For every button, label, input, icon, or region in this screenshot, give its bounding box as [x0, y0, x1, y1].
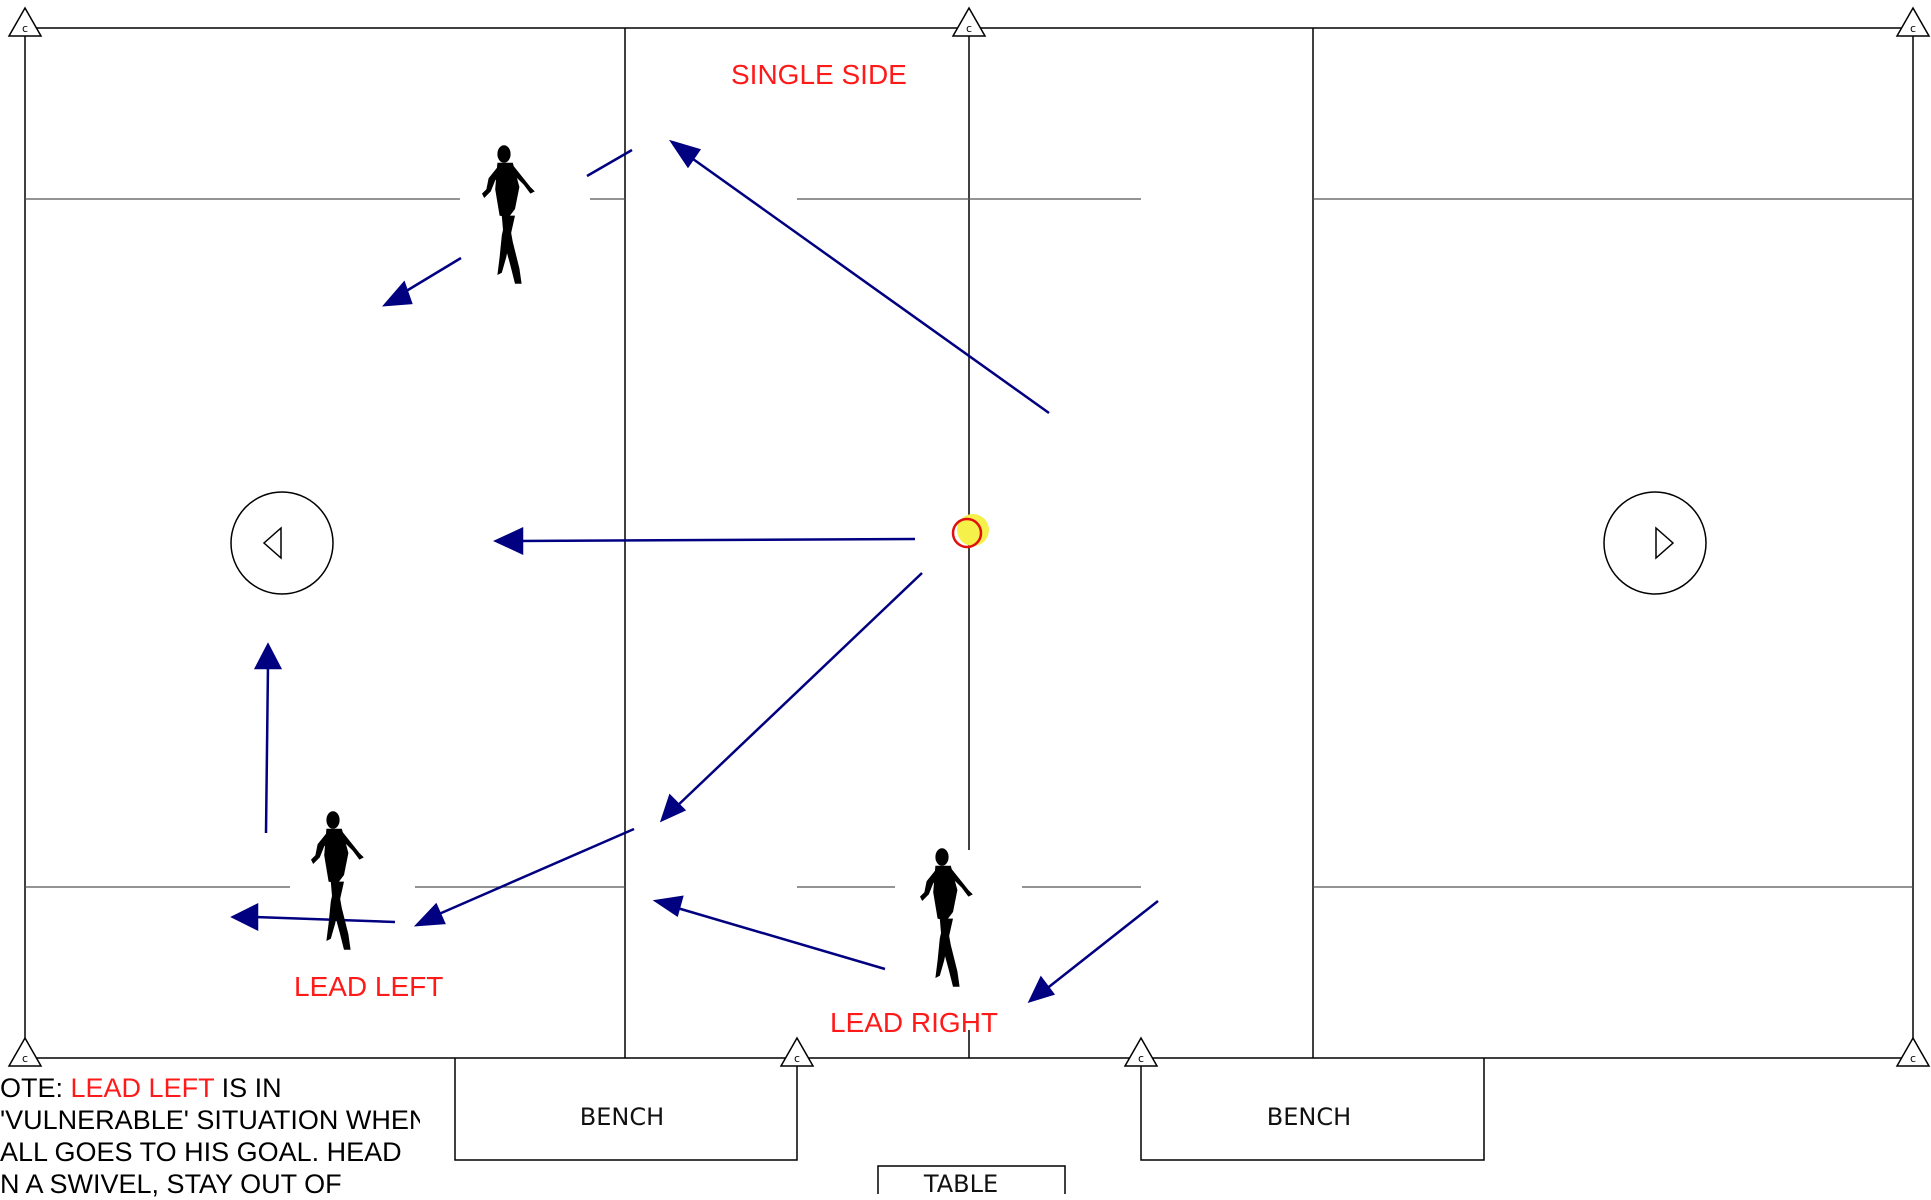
triangle-left-icon: [262, 526, 282, 560]
corner-mark-label: c: [966, 22, 972, 35]
single-side-label: SINGLE SIDE: [731, 59, 907, 90]
corner-marker: c: [780, 1037, 814, 1067]
note-line-2: 'VULNERABLE' SITUATION WHEN: [0, 1105, 420, 1135]
note-line-3: ALL GOES TO HIS GOAL. HEAD: [0, 1137, 402, 1167]
running-player-icon: [482, 145, 535, 284]
arrow-to-lead-left: [413, 827, 635, 927]
corner-mark-label: c: [1910, 1052, 1916, 1065]
goal-crease-left: [230, 491, 334, 595]
bench-right-label: BENCH: [1267, 1103, 1351, 1131]
corner-marker: c: [1896, 1037, 1930, 1067]
bench-left: BENCH: [454, 1058, 798, 1161]
arrow-ball-to-goal: [493, 527, 916, 555]
ball-icon: [951, 514, 989, 549]
corner-mark-label: c: [1910, 22, 1916, 35]
lead-right-label: LEAD RIGHT: [830, 1007, 998, 1038]
goal-crease-right: [1603, 491, 1707, 595]
note-line-1-rest: IS IN: [221, 1073, 282, 1103]
note-highlight: LEAD LEFT: [70, 1073, 222, 1103]
arrow-lead-left-back: [230, 902, 396, 932]
arrow-lead-right-up: [652, 895, 886, 971]
arrow-lead-right-down: [1027, 900, 1159, 1004]
corner-marker: c: [8, 1037, 42, 1067]
bench-right: BENCH: [1140, 1058, 1485, 1161]
note-text: OTE: LEAD LEFT IS IN 'VULNERABLE' SITUAT…: [0, 1072, 420, 1200]
corner-marker: c: [952, 7, 986, 37]
corner-mark-label: c: [1138, 1052, 1144, 1065]
table: TABLE: [877, 1165, 1066, 1194]
arrow-single-side: [669, 139, 1050, 415]
note-prefix: OTE:: [0, 1073, 71, 1103]
table-label: TABLE: [923, 1170, 998, 1194]
corner-markers: c c c c c c c: [8, 7, 1930, 1067]
bench-left-label: BENCH: [580, 1103, 664, 1131]
corner-mark-label: c: [22, 1052, 28, 1065]
note-line-1: OTE: LEAD LEFT IS IN: [0, 1072, 420, 1104]
arrow-lead-left-to-goal: [253, 642, 283, 834]
corner-mark-label: c: [22, 22, 28, 35]
movement-arrows: [230, 139, 1159, 1004]
lead-left-label: LEAD LEFT: [294, 971, 443, 1002]
running-player-icon: [920, 848, 973, 987]
corner-marker: c: [1124, 1037, 1158, 1067]
corner-marker: c: [8, 7, 42, 37]
corner-marker: c: [1896, 7, 1930, 37]
arrow-ball-down-left: [659, 572, 923, 823]
arrow-trail-top: [382, 148, 633, 307]
triangle-right-icon: [1655, 526, 1675, 560]
corner-mark-label: c: [794, 1052, 800, 1065]
running-player-icon: [311, 811, 364, 950]
note-line-4: N A SWIVEL, STAY OUT OF: [0, 1169, 342, 1199]
